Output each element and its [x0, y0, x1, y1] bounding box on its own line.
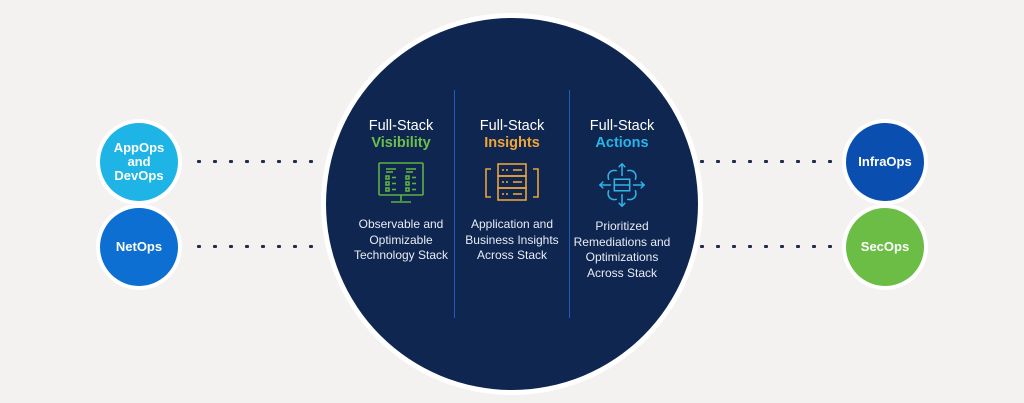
- connector-appops: [197, 160, 325, 163]
- column-visibility: Full-Stack Visibility Observable and Opt…: [345, 118, 457, 264]
- node-label-line: DevOps: [114, 168, 164, 183]
- column-description: Observable and Optimizable Technology St…: [353, 217, 449, 262]
- column-description: Application and Business Insights Across…: [465, 217, 559, 262]
- node-label: NetOps: [115, 239, 163, 254]
- node-label-line: AppOps: [113, 140, 165, 155]
- node-netops: NetOps: [100, 208, 178, 286]
- distribute-arrows-icon: [598, 162, 646, 208]
- node-label-line: and: [127, 154, 151, 169]
- column-actions: Full-Stack Actions Prioritized Remediati…: [566, 118, 678, 281]
- monitor-checklist-icon: [378, 162, 424, 203]
- connector-netops: [197, 245, 325, 248]
- connector-infraops: [700, 160, 844, 163]
- node-label: InfraOps: [858, 154, 912, 169]
- node-secops: SecOps: [846, 208, 924, 286]
- column-insights: Full-Stack Insights Application and Busi…: [456, 118, 568, 264]
- column-title: Full-Stack: [589, 118, 655, 134]
- node-label: SecOps: [860, 239, 910, 254]
- node-infraops: InfraOps: [846, 123, 924, 201]
- column-divider: [454, 90, 455, 318]
- column-title: Full-Stack: [368, 118, 434, 134]
- full-stack-circle: [326, 18, 698, 390]
- column-accent-title: Visibility: [371, 135, 431, 151]
- column-description: Prioritized Remediations and Optimizatio…: [573, 219, 671, 280]
- node-appops-devops: AppOps and DevOps: [100, 123, 178, 201]
- column-accent-title: Actions: [595, 135, 649, 151]
- column-divider: [569, 90, 570, 318]
- server-stack-icon: [485, 163, 539, 201]
- column-accent-title: Insights: [484, 135, 540, 151]
- column-title: Full-Stack: [479, 118, 545, 134]
- connector-secops: [700, 245, 844, 248]
